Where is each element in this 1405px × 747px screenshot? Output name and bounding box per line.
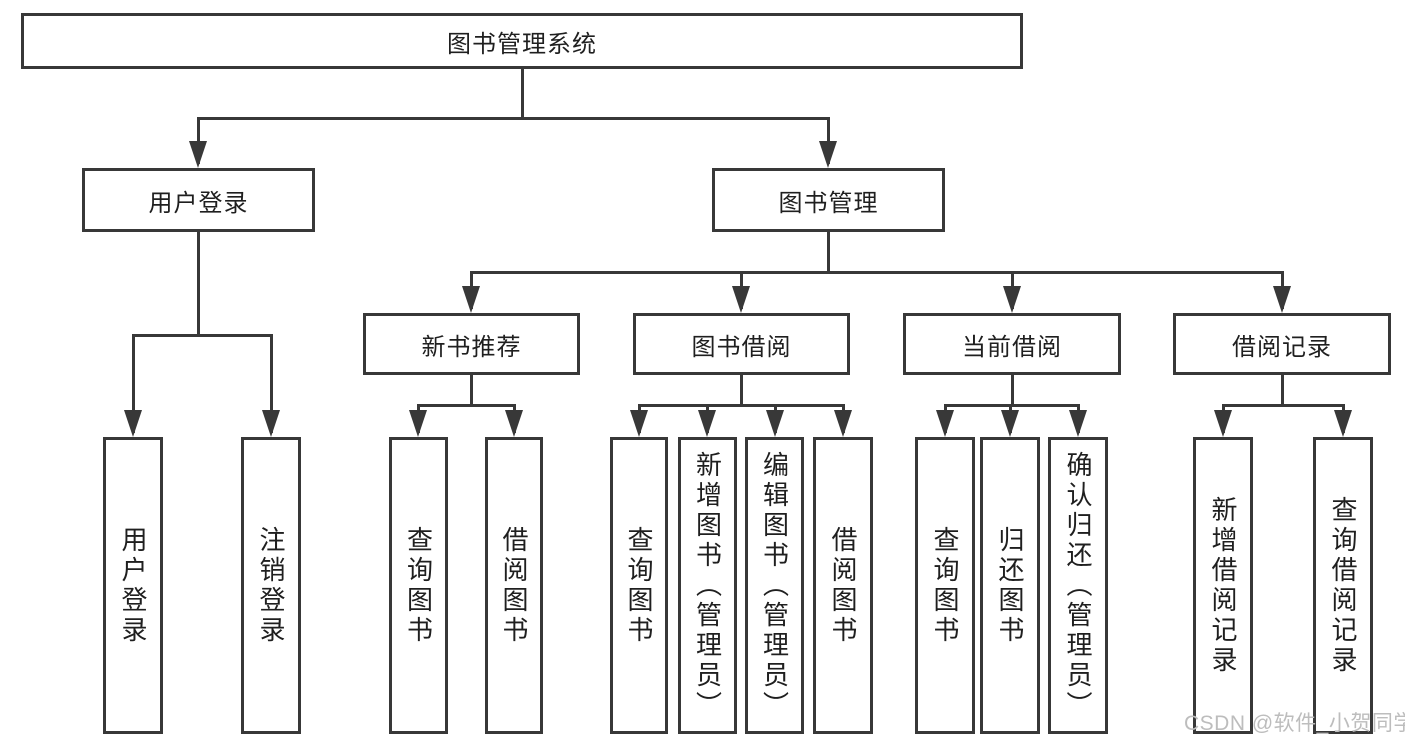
arrowhead-icon xyxy=(262,410,280,437)
arrowhead-icon xyxy=(630,410,648,437)
arrowhead-icon xyxy=(732,286,750,313)
node-leaf-nbr-borrow: 借阅图书 xyxy=(485,437,543,734)
node-leaf-bb-add: 新增图书（管理员） xyxy=(678,437,737,734)
node-user-login: 用户登录 xyxy=(82,168,315,232)
connector-stem xyxy=(520,69,524,120)
node-leaf-cb-query: 查询图书 xyxy=(915,437,975,734)
connector-bar xyxy=(131,333,273,337)
node-label-leaf-cb-confirm: 确认归还（管理员） xyxy=(1063,450,1093,721)
connector-bar xyxy=(1221,403,1345,407)
node-leaf-br-add: 新增借阅记录 xyxy=(1193,437,1253,734)
connector-drop xyxy=(269,335,273,433)
connector-stem xyxy=(1010,375,1014,407)
node-borrow-records: 借阅记录 xyxy=(1173,313,1391,375)
node-leaf-user-login: 用户登录 xyxy=(103,437,163,734)
connector-stem xyxy=(826,232,830,274)
node-book-borrow: 图书借阅 xyxy=(633,313,850,375)
node-new-book-rec: 新书推荐 xyxy=(363,313,580,375)
arrowhead-icon xyxy=(1334,410,1352,437)
node-book-mgmt: 图书管理 xyxy=(712,168,945,232)
arrowhead-icon xyxy=(936,410,954,437)
csdn-watermark: CSDN @软件_小贺同学 xyxy=(1184,712,1405,735)
node-label-leaf-bb-borrow: 借阅图书 xyxy=(828,525,858,646)
node-label-leaf-bb-edit: 编辑图书（管理员） xyxy=(759,450,790,721)
arrowhead-icon xyxy=(505,410,523,437)
node-leaf-nbr-query: 查询图书 xyxy=(389,437,448,734)
node-label-leaf-br-add: 新增借阅记录 xyxy=(1208,495,1238,676)
node-leaf-logout: 注销登录 xyxy=(241,437,301,734)
node-leaf-bb-query: 查询图书 xyxy=(610,437,668,734)
arrowhead-icon xyxy=(1001,410,1019,437)
arrowhead-icon xyxy=(409,410,427,437)
arrowhead-icon xyxy=(1003,286,1021,313)
connector-bar xyxy=(196,116,830,120)
node-leaf-cb-return: 归还图书 xyxy=(980,437,1040,734)
arrowhead-icon xyxy=(462,286,480,313)
node-label-leaf-user-login: 用户登录 xyxy=(118,525,148,646)
connector-bar xyxy=(469,270,1284,274)
connector-bar xyxy=(637,403,845,407)
node-label-leaf-nbr-query: 查询图书 xyxy=(403,525,434,646)
node-label-new-book-rec: 新书推荐 xyxy=(421,333,522,361)
node-leaf-bb-edit: 编辑图书（管理员） xyxy=(745,437,804,734)
connector-stem xyxy=(1280,375,1284,407)
arrowhead-icon xyxy=(1069,410,1087,437)
node-label-book-borrow: 图书借阅 xyxy=(691,333,792,361)
node-label-leaf-bb-add: 新增图书（管理员） xyxy=(692,450,723,721)
node-label-current-borrow: 当前借阅 xyxy=(962,333,1062,361)
node-leaf-br-query: 查询借阅记录 xyxy=(1313,437,1373,734)
node-leaf-cb-confirm: 确认归还（管理员） xyxy=(1048,437,1108,734)
arrowhead-icon xyxy=(766,410,784,437)
connector-stem xyxy=(196,232,200,337)
node-label-leaf-br-query: 查询借阅记录 xyxy=(1328,495,1358,676)
node-label-leaf-logout: 注销登录 xyxy=(256,525,286,646)
node-leaf-bb-borrow: 借阅图书 xyxy=(813,437,873,734)
node-label-book-mgmt: 图书管理 xyxy=(778,189,879,217)
arrowhead-icon xyxy=(189,141,207,168)
node-label-leaf-bb-query: 查询图书 xyxy=(624,525,654,646)
node-label-leaf-cb-query: 查询图书 xyxy=(930,525,960,646)
connector-stem xyxy=(469,375,473,407)
arrowhead-icon xyxy=(698,410,716,437)
node-label-user-login: 用户登录 xyxy=(148,189,249,217)
arrowhead-icon xyxy=(819,141,837,168)
node-label-leaf-cb-return: 归还图书 xyxy=(995,525,1025,646)
arrowhead-icon xyxy=(124,410,142,437)
arrowhead-icon xyxy=(1214,410,1232,437)
node-label-borrow-records: 借阅记录 xyxy=(1232,333,1332,361)
node-current-borrow: 当前借阅 xyxy=(903,313,1121,375)
connector-drop xyxy=(131,335,135,433)
connector-stem xyxy=(739,375,743,407)
arrowhead-icon xyxy=(834,410,852,437)
node-label-leaf-nbr-borrow: 借阅图书 xyxy=(499,525,529,646)
node-root: 图书管理系统 xyxy=(21,13,1023,69)
connector-bar xyxy=(416,403,516,407)
node-label-root: 图书管理系统 xyxy=(447,30,597,58)
connector-bar xyxy=(943,403,1080,407)
arrowhead-icon xyxy=(1273,286,1291,313)
